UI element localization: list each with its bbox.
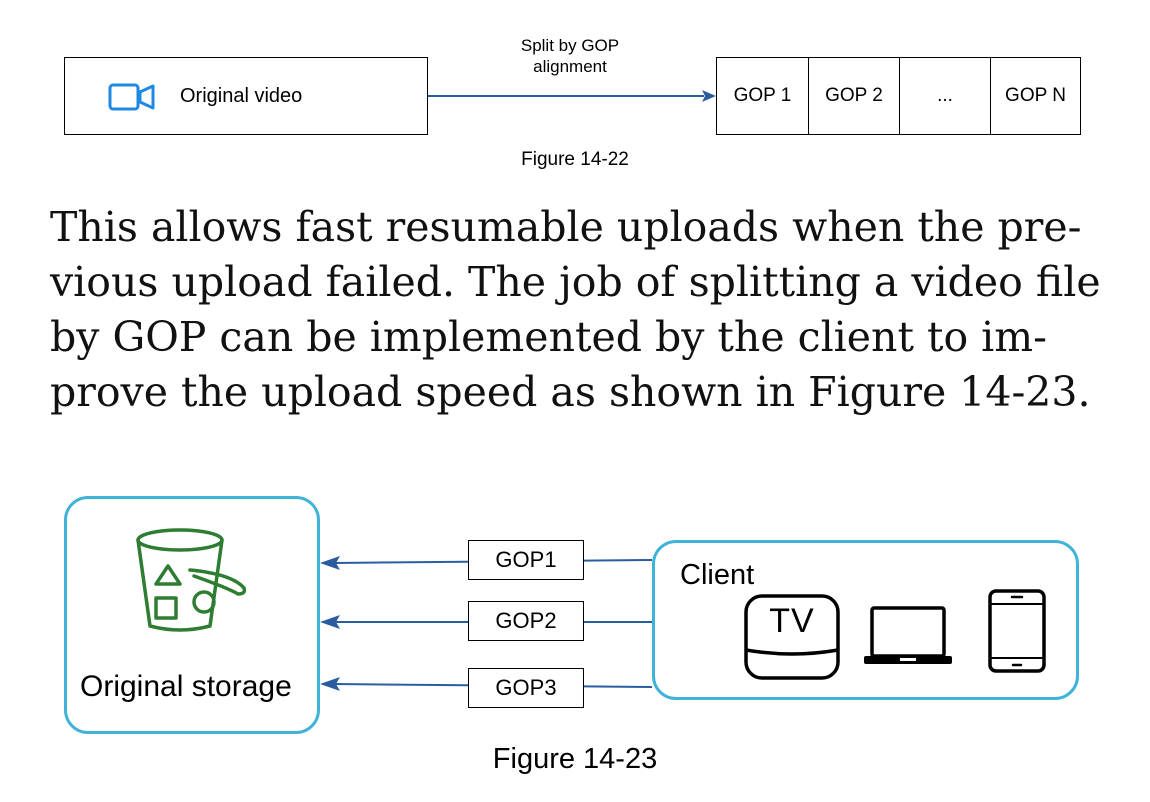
paragraph-line: vious upload failed. The job of splittin… xyxy=(50,258,1101,306)
gop-segment: GOP N xyxy=(990,58,1080,134)
gop-segment: GOP 1 xyxy=(733,85,792,106)
paragraph-line: prove the upload speed as shown in Figur… xyxy=(50,368,1091,416)
gop-segment: ... xyxy=(899,58,990,134)
paragraph-line: This allows fast resumable uploads when … xyxy=(50,203,1082,251)
gop-segments: GOP 1 GOP 2 ... GOP N xyxy=(716,57,1081,135)
client-box xyxy=(652,540,1079,700)
gop3-tag: GOP3 xyxy=(468,668,584,708)
original-video-label: Original video xyxy=(180,85,303,107)
original-storage-label: Original storage xyxy=(80,670,292,703)
tv-label: TV xyxy=(769,602,815,640)
paragraph-line: by GOP can be implemented by the client … xyxy=(50,313,1048,361)
figure-14-22-caption: Figure 14-22 xyxy=(521,149,629,170)
gop2-tag: GOP2 xyxy=(468,601,584,641)
tv-icon xyxy=(744,594,840,680)
video-camera-icon xyxy=(108,83,155,111)
body-paragraph: This allows fast resumable uploads when … xyxy=(50,200,1110,420)
laptop-icon xyxy=(864,606,952,664)
original-storage-box xyxy=(64,496,320,734)
gop-segment: GOP 2 xyxy=(808,58,899,134)
tablet-icon xyxy=(988,589,1046,673)
gop1-tag: GOP1 xyxy=(468,540,584,580)
split-label-line-2: alignment xyxy=(533,57,607,76)
client-label: Client xyxy=(680,559,755,591)
gop1-arrowhead xyxy=(320,556,340,570)
gop3-arrowhead xyxy=(320,677,340,691)
gop2-arrowhead xyxy=(320,615,340,629)
split-by-gop-label: Split by GOP alignment xyxy=(500,35,640,77)
split-arrow xyxy=(428,90,716,102)
original-video-box xyxy=(64,57,428,135)
bucket-icon xyxy=(136,528,247,632)
figure-14-23-caption: Figure 14-23 xyxy=(492,743,658,775)
split-label-line-1: Split by GOP xyxy=(520,36,620,55)
